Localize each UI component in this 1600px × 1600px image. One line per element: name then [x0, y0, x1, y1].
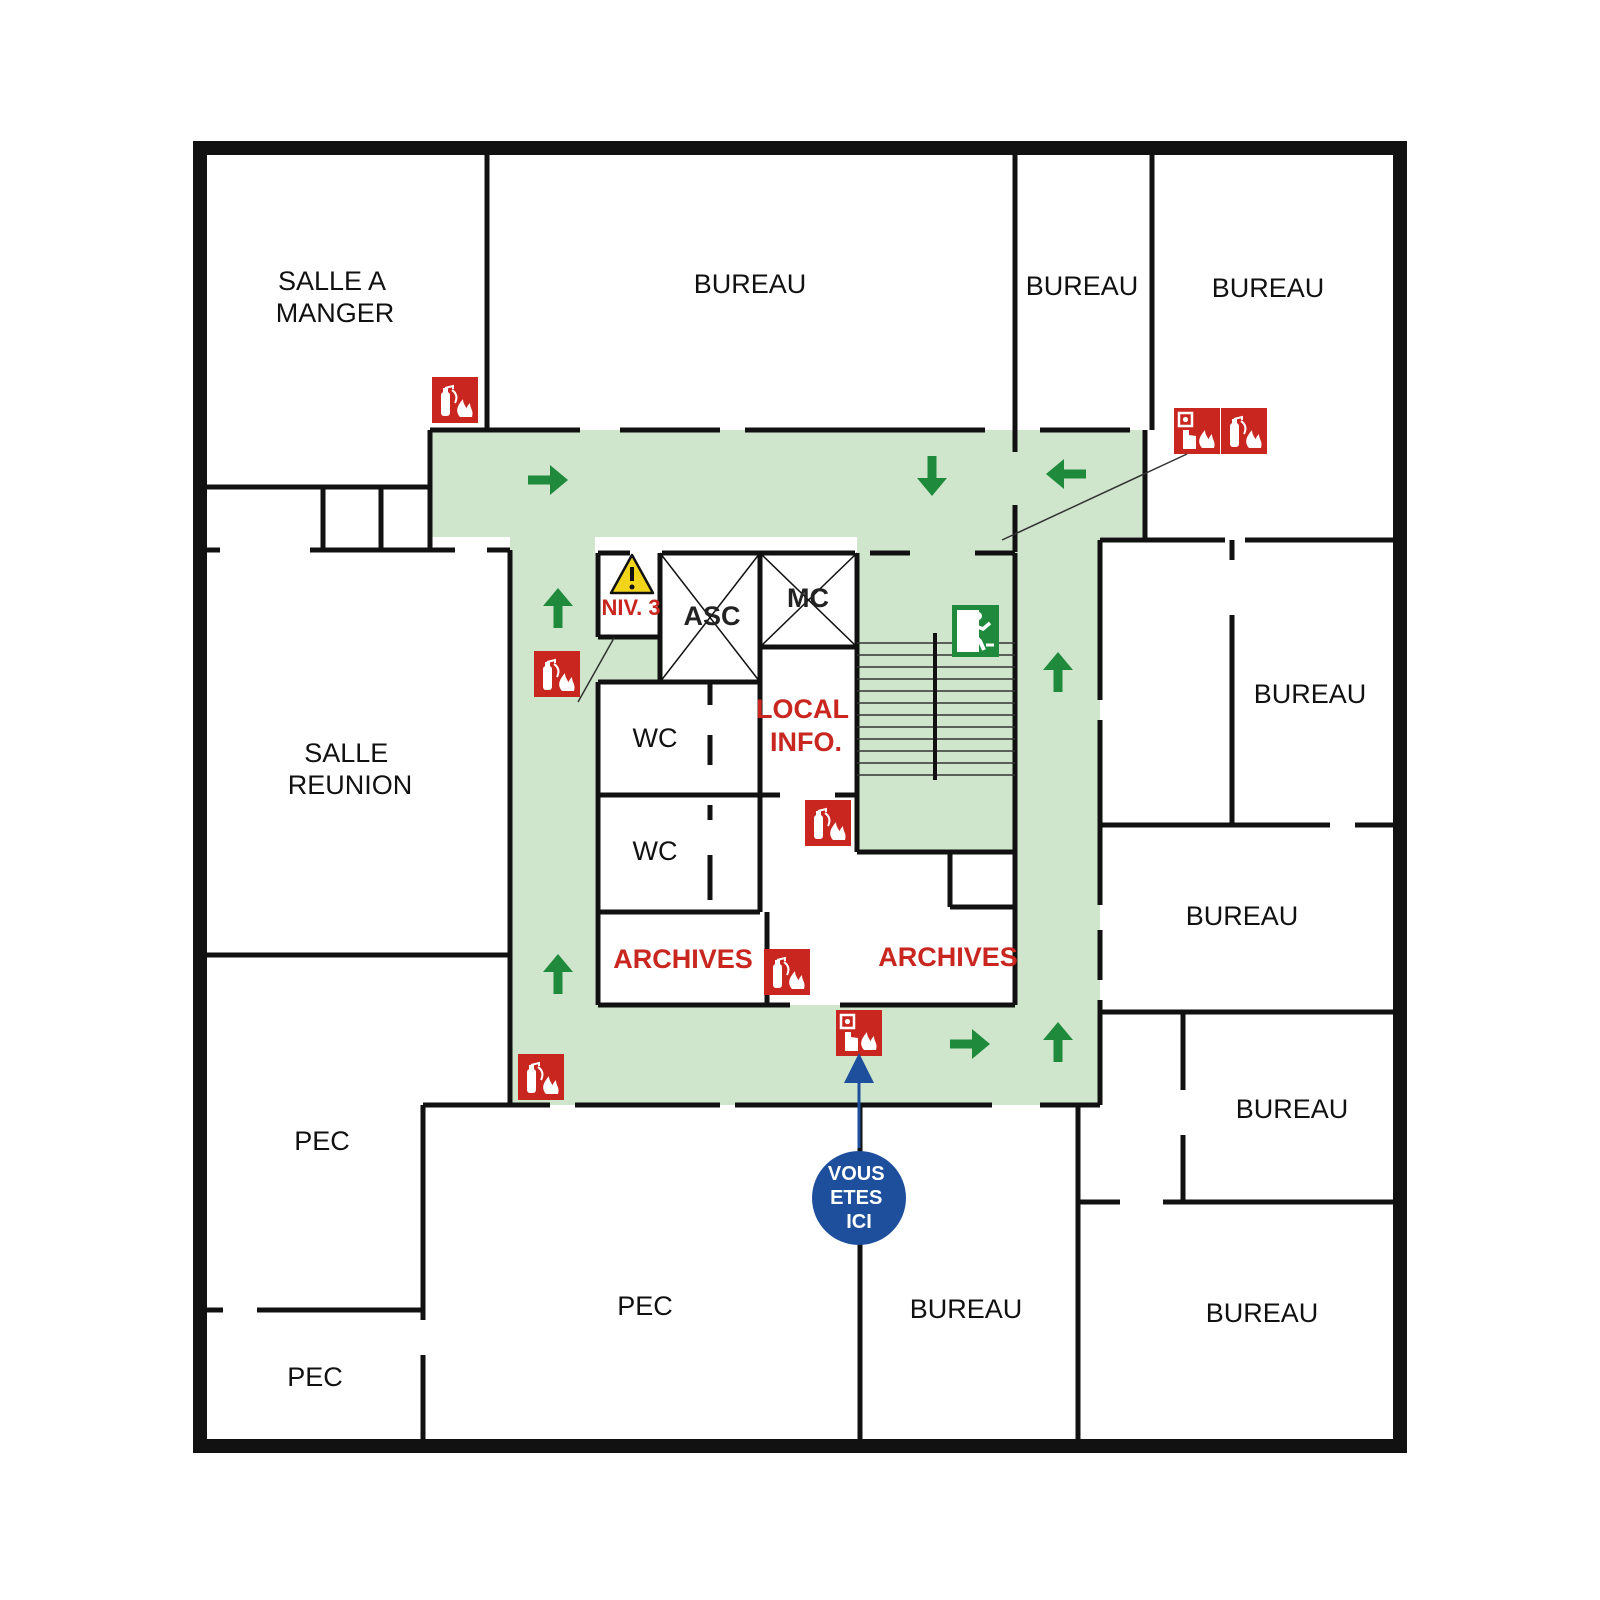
room-archives-1: ARCHIVES: [613, 944, 753, 974]
room-asc: ASC: [683, 601, 740, 631]
fire-extinguisher-icon: [763, 948, 811, 996]
room-bureau-right-1: BUREAU: [1254, 679, 1367, 709]
room-salle-reunion: SALLE REUNION: [288, 738, 413, 800]
fire-extinguisher-icon: [517, 1053, 565, 1101]
room-bureau-right-2: BUREAU: [1186, 901, 1299, 931]
room-pec-bottom-left: PEC: [287, 1362, 343, 1392]
you-are-here-label: VOUS ETES ICI: [828, 1163, 890, 1233]
warning-triangle-icon: [609, 553, 655, 595]
room-local-info: LOCAL INFO.: [756, 694, 856, 757]
room-bureau-bottom-right: BUREAU: [1206, 1298, 1319, 1328]
fire-extinguisher-icon: [1220, 407, 1268, 455]
room-bureau-top-small: BUREAU: [1026, 271, 1139, 301]
room-bureau-top-right: BUREAU: [1212, 273, 1325, 303]
you-are-here-marker: VOUS ETES ICI: [812, 1053, 906, 1245]
safety-equipment: [431, 376, 1268, 1101]
emergency-exit-icon: [952, 605, 999, 657]
room-archives-2: ARCHIVES: [878, 942, 1018, 972]
room-wc-1: WC: [633, 723, 678, 753]
fire-alarm-call-point-icon: [1172, 406, 1222, 456]
walls: [193, 141, 1407, 1453]
fire-extinguisher-icon: [431, 376, 479, 424]
room-mc: MC: [787, 583, 829, 613]
room-salle-a-manger: SALLE A MANGER: [276, 266, 395, 328]
fire-extinguisher-icon: [533, 650, 581, 698]
room-labels: SALLE A MANGER BUREAU BUREAU BUREAU BURE…: [276, 266, 1367, 1392]
room-bureau-right-3: BUREAU: [1236, 1094, 1349, 1124]
room-pec-bottom-center: PEC: [617, 1291, 673, 1321]
room-niv3: NIV. 3: [601, 595, 660, 620]
room-bureau-top-center: BUREAU: [694, 269, 807, 299]
room-wc-2: WC: [633, 836, 678, 866]
fire-extinguisher-icon: [804, 799, 852, 847]
room-pec-left: PEC: [294, 1126, 350, 1156]
room-bureau-bottom-center: BUREAU: [910, 1294, 1023, 1324]
fire-alarm-call-point-icon: [834, 1008, 884, 1058]
